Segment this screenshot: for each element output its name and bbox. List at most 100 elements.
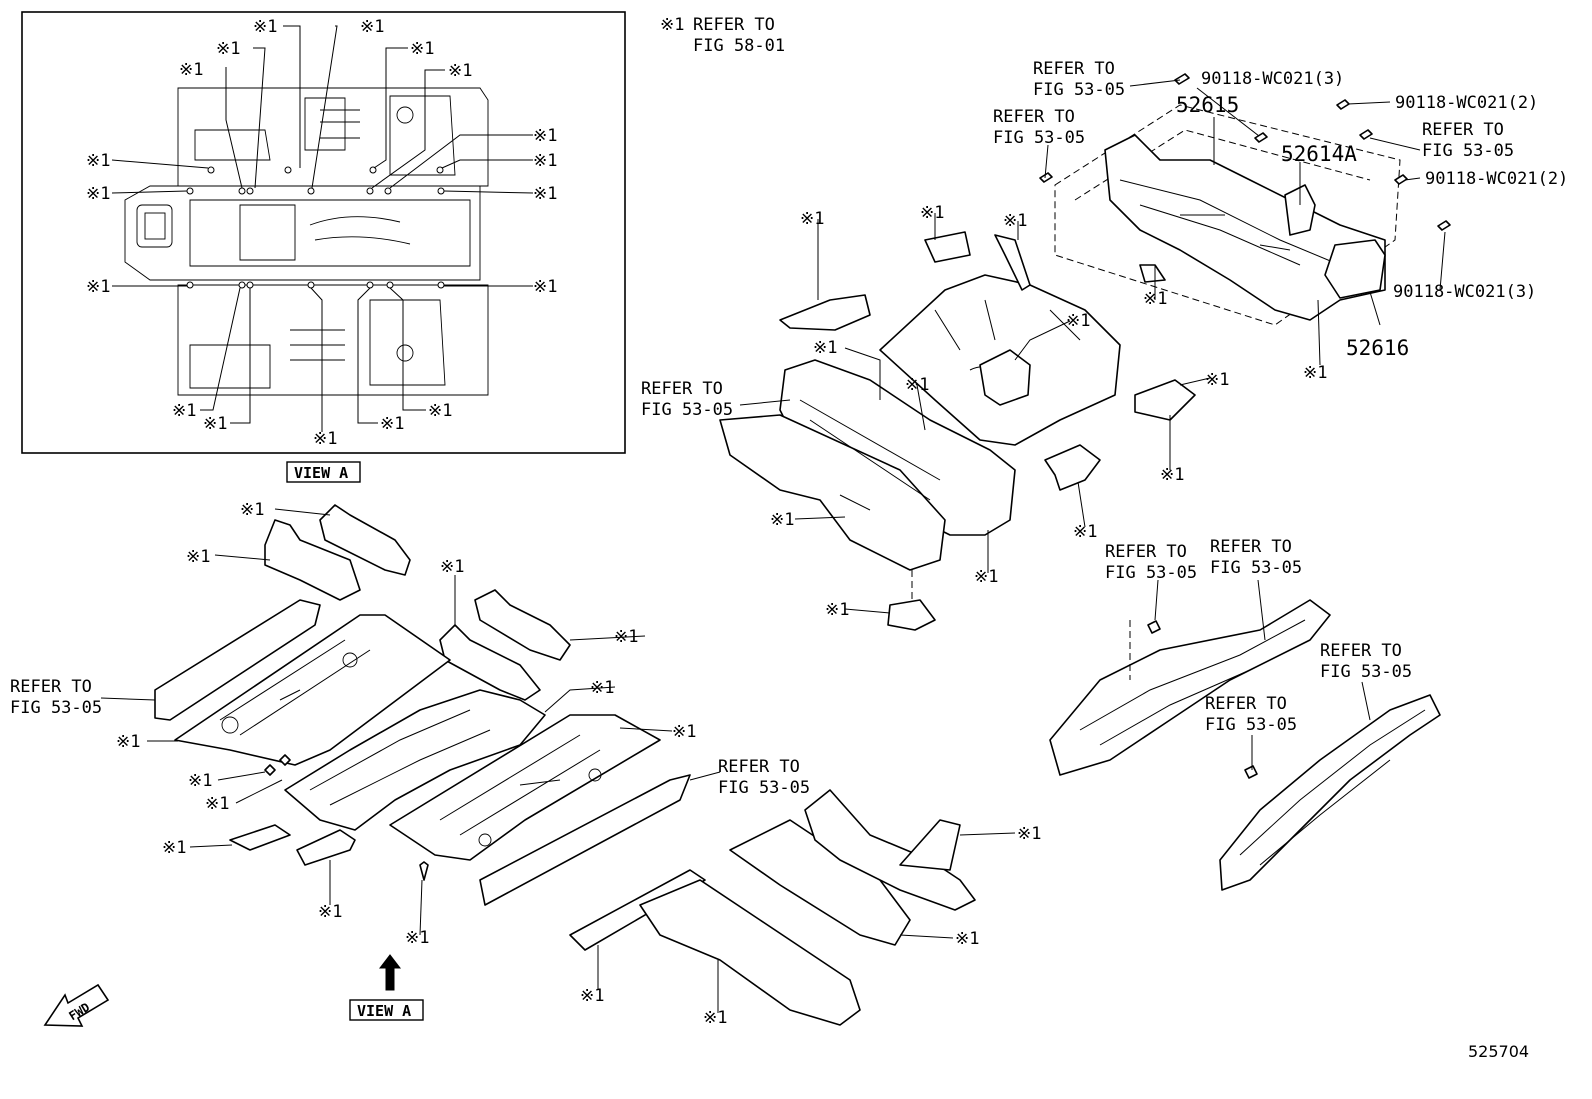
ref3-a: REFER TO: [1422, 120, 1504, 140]
seat-crossmember-1: [264, 519, 361, 601]
inset-tunnel: [124, 185, 481, 281]
svg-text:※1: ※1: [240, 500, 264, 520]
svg-text:※1: ※1: [703, 1008, 727, 1028]
side-sill-left: [154, 599, 321, 721]
ref5-b: FIG 53-05: [1105, 563, 1197, 583]
ref2-a: REFER TO: [993, 107, 1075, 127]
inset-frame: [21, 11, 626, 454]
svg-text:※1: ※1: [448, 61, 472, 81]
ref4-a: REFER TO: [641, 379, 723, 399]
ref9-a: REFER TO: [10, 677, 92, 697]
svg-text:※1: ※1: [1205, 370, 1229, 390]
bracket-strip: [994, 234, 1031, 291]
svg-text:※1: ※1: [533, 151, 557, 171]
part-52616: 52616: [1346, 336, 1409, 360]
ref1-b: FIG 53-05: [1033, 80, 1125, 100]
front-floor-crossmember: [729, 819, 911, 946]
part-52616-shape: [1324, 239, 1386, 299]
bolt-label-1: 90118-WC021(3): [1201, 69, 1344, 89]
front-side-member: [639, 879, 861, 1026]
svg-text:※1: ※1: [313, 429, 337, 449]
svg-text:※1: ※1: [380, 414, 404, 434]
inset-bottom-panel: [177, 284, 489, 396]
ref7-a: REFER TO: [1320, 641, 1402, 661]
svg-text:※1: ※1: [800, 209, 824, 229]
svg-text:※1: ※1: [188, 771, 212, 791]
svg-text:※1: ※1: [614, 627, 638, 647]
rear-cross-member: [719, 414, 946, 571]
svg-text:※1: ※1: [1160, 465, 1184, 485]
note-text2: FIG 58-01: [693, 36, 785, 56]
rear-side-member-right: [1219, 694, 1441, 891]
small-bracket-1: [229, 824, 291, 851]
bracket-right: [1134, 379, 1196, 421]
svg-text:※1: ※1: [955, 929, 979, 949]
view-a-arrow: [378, 954, 402, 991]
ref8-a: REFER TO: [1205, 694, 1287, 714]
svg-text:※1: ※1: [1073, 522, 1097, 542]
svg-text:※1: ※1: [86, 184, 110, 204]
ref6-b: FIG 53-05: [1210, 558, 1302, 578]
seat-crossmember-3: [439, 624, 541, 701]
seat-crossmember-4: [474, 589, 571, 661]
ref3-b: FIG 53-05: [1422, 141, 1514, 161]
bracket-hook: [1139, 264, 1166, 283]
svg-text:※1: ※1: [813, 338, 837, 358]
svg-text:※1: ※1: [1066, 311, 1090, 331]
rear-floor-pan: [719, 213, 1211, 631]
front-floor-pan-left: [174, 614, 451, 766]
part-52614a-shape: [1284, 184, 1316, 236]
svg-text:※1: ※1: [1003, 211, 1027, 231]
svg-text:※1: ※1: [86, 151, 110, 171]
bolt-label-2: 90118-WC021(2): [1395, 93, 1538, 113]
ref4-b: FIG 53-05: [641, 400, 733, 420]
member-bracket: [899, 819, 961, 871]
svg-text:※1: ※1: [360, 17, 384, 37]
svg-text:※1: ※1: [533, 184, 557, 204]
bolt-label-3: 90118-WC021(2): [1425, 169, 1568, 189]
ref7-b: FIG 53-05: [1320, 662, 1412, 682]
ref5-a: REFER TO: [1105, 542, 1187, 562]
svg-text:※1: ※1: [1017, 824, 1041, 844]
svg-text:※1: ※1: [974, 567, 998, 587]
svg-text:※1: ※1: [253, 17, 277, 37]
view-a-label-bottom: VIEW A: [357, 1002, 411, 1020]
svg-text:※1: ※1: [533, 126, 557, 146]
svg-text:※1: ※1: [580, 986, 604, 1006]
svg-text:※1: ※1: [1143, 289, 1167, 309]
view-a-box-bottom: [349, 999, 424, 1021]
part-52615: 52615: [1176, 93, 1239, 117]
rear-floor-member: [804, 789, 976, 911]
ref9-b: FIG 53-05: [10, 698, 102, 718]
front-crossmember: [569, 869, 706, 951]
inset-mark: ※1: [179, 60, 203, 80]
svg-text:※1: ※1: [186, 547, 210, 567]
svg-text:※1: ※1: [1303, 363, 1327, 383]
part-52615-shape: [1104, 134, 1386, 321]
rear-crossmember-assembly: [1039, 73, 1451, 366]
svg-text:※1: ※1: [672, 722, 696, 742]
front-floor-assembly: [100, 504, 1016, 1026]
rocker-inner: [479, 774, 691, 906]
ref2-b: FIG 53-05: [993, 128, 1085, 148]
rear-side-members: [1049, 579, 1441, 891]
diagram-id: 525704: [1468, 1042, 1529, 1061]
svg-text:※1: ※1: [440, 557, 464, 577]
svg-text:※1: ※1: [410, 39, 434, 59]
bracket-left: [779, 294, 871, 331]
svg-text:※1: ※1: [203, 414, 227, 434]
part-52614a: 52614A: [1281, 142, 1357, 166]
svg-text:※1: ※1: [405, 928, 429, 948]
seat-crossmember-2: [319, 504, 411, 576]
bolt-label-4: 90118-WC021(3): [1393, 282, 1536, 302]
svg-text:※1: ※1: [86, 277, 110, 297]
bracket-top: [924, 231, 971, 263]
note-text1: REFER TO: [693, 15, 775, 35]
svg-text:※1: ※1: [428, 401, 452, 421]
svg-text:※1: ※1: [533, 277, 557, 297]
rear-floor-bracket: [979, 349, 1031, 406]
svg-text:※1: ※1: [905, 375, 929, 395]
svg-text:※1: ※1: [172, 401, 196, 421]
view-a-label-top: VIEW A: [294, 464, 348, 482]
